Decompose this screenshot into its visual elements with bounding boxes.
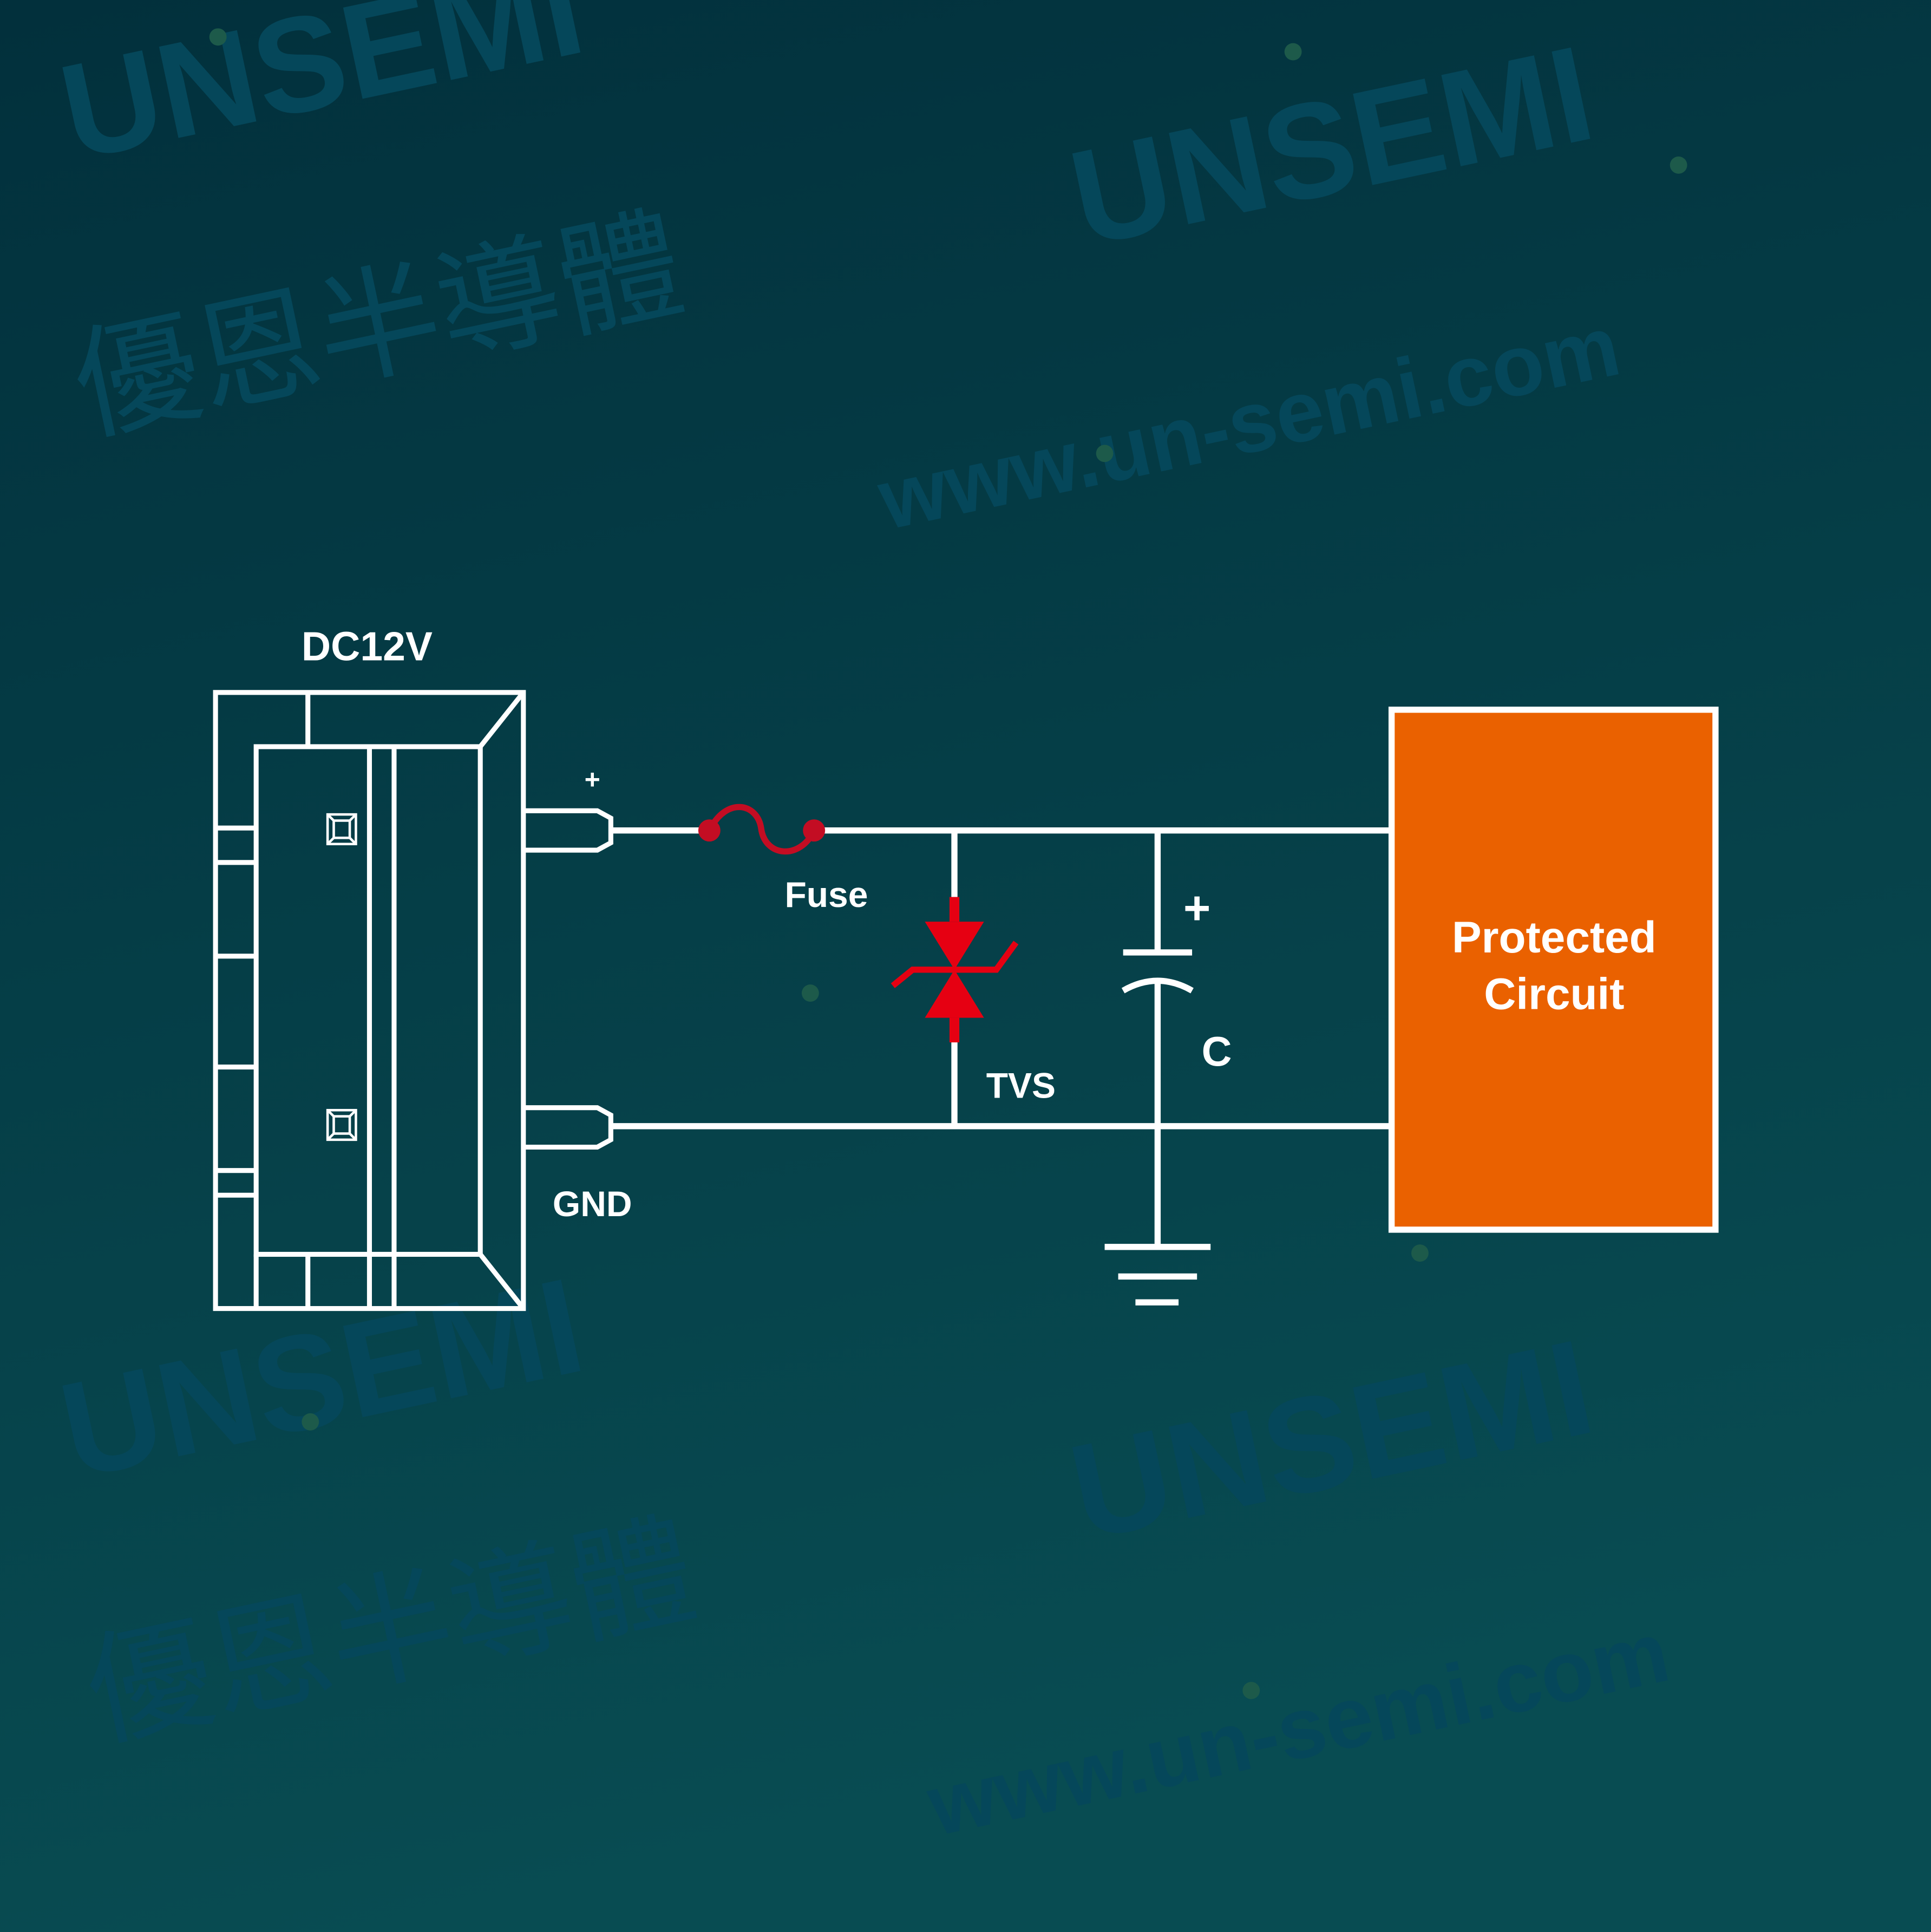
dc-connector <box>213 690 613 1311</box>
protected-circuit-block <box>1388 707 1719 1233</box>
watermark-dot <box>801 984 819 1002</box>
watermark-dot <box>302 1413 319 1431</box>
protected-circuit-label-line2: Circuit <box>1484 970 1624 1019</box>
source-label: DC12V <box>302 624 433 669</box>
watermark-dot <box>1284 43 1302 61</box>
fuse-label: Fuse <box>784 874 868 915</box>
fuse-icon <box>698 804 826 855</box>
watermark-dot <box>1242 1682 1260 1699</box>
capacitor-label: C <box>1202 1028 1232 1075</box>
protected-circuit-label-line1: Protected <box>1452 913 1657 962</box>
watermark-dot <box>1411 1244 1429 1262</box>
plus-terminal-label: + <box>585 764 600 794</box>
ground-icon <box>1104 1244 1211 1306</box>
wires <box>611 827 1392 1247</box>
watermark-dot <box>209 28 227 46</box>
pin-square-icon <box>326 1108 357 1141</box>
capacitor-plus-label: + <box>1183 883 1210 935</box>
capacitor-icon <box>1121 949 1194 994</box>
tvs-diode-icon <box>891 897 1019 1043</box>
watermark-dot <box>1670 156 1687 174</box>
pin-square-icon <box>326 813 357 845</box>
gnd-terminal-label: GND <box>553 1184 632 1224</box>
tvs-label: TVS <box>986 1065 1056 1105</box>
watermark-dot <box>1096 445 1114 462</box>
